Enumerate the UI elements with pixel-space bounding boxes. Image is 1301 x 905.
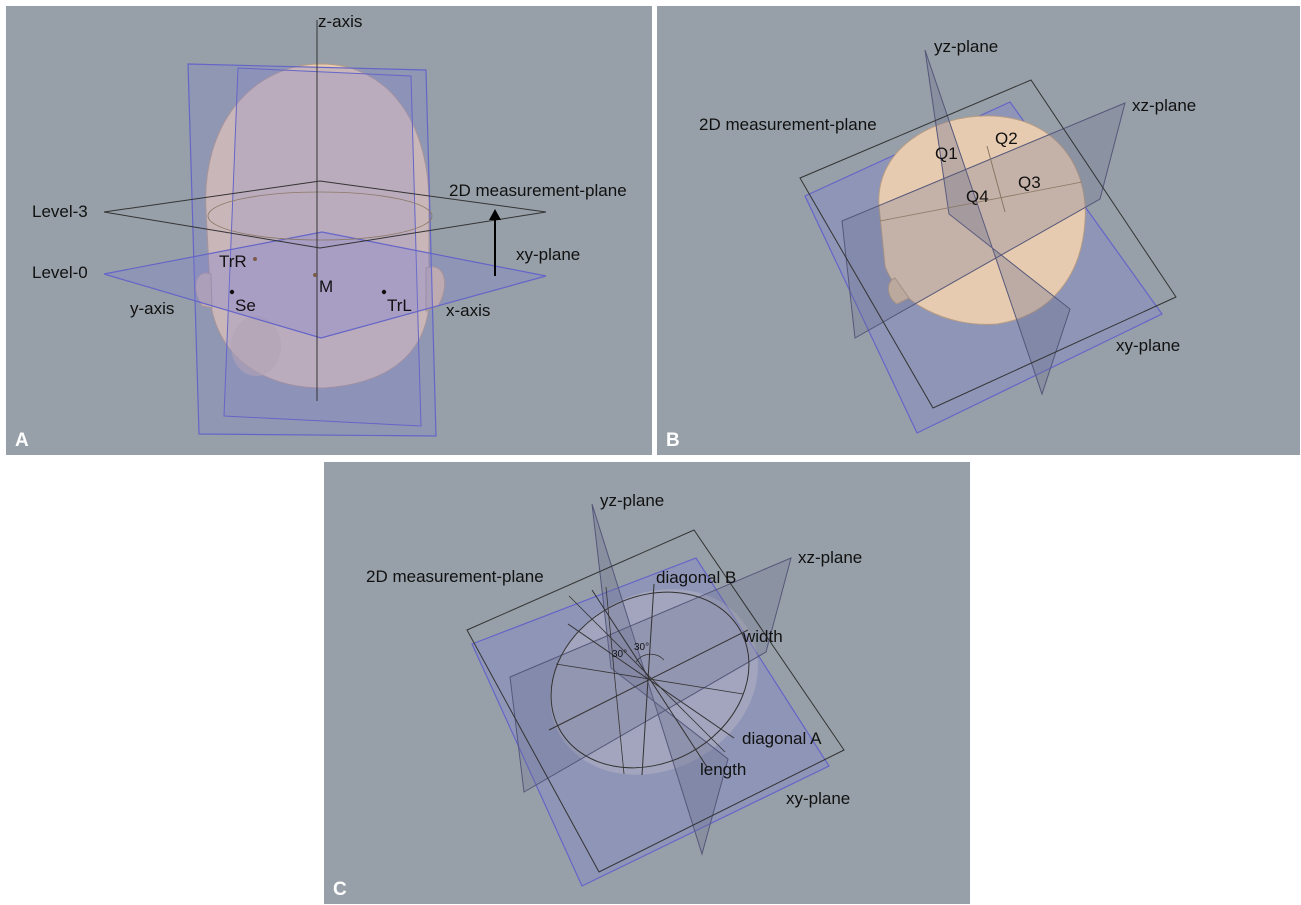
measurement-plane-label: 2D measurement-plane	[699, 116, 877, 133]
measurement-plane-label: 2D measurement-plane	[366, 568, 544, 585]
y-axis-label: y-axis	[130, 300, 174, 317]
q3-label: Q3	[1018, 174, 1041, 191]
diagonal-a-label: diagonal A	[742, 730, 821, 747]
xy-plane-label: xy-plane	[516, 246, 580, 263]
m-point	[313, 273, 317, 277]
panel-c-drawing	[324, 462, 970, 904]
se-point	[230, 290, 234, 294]
diagonal-b-label: diagonal B	[656, 569, 736, 586]
yz-plane-label: yz-plane	[600, 492, 664, 509]
yz-plane-label: yz-plane	[934, 38, 998, 55]
xy-plane-label: xy-plane	[786, 790, 850, 807]
up-arrow-head	[489, 209, 501, 220]
xz-plane-label: xz-plane	[798, 549, 862, 566]
level0-label: Level-0	[32, 264, 88, 281]
panel-a: z-axis 2D measurement-plane Level-3 Leve…	[6, 6, 652, 455]
xy-plane-label: xy-plane	[1116, 337, 1180, 354]
panel-b-letter: B	[666, 431, 680, 450]
trr-point	[253, 257, 257, 261]
panel-c: yz-plane xz-plane 2D measurement-plane d…	[324, 462, 970, 904]
q1-label: Q1	[935, 145, 958, 162]
width-label: width	[743, 628, 783, 645]
z-axis-label: z-axis	[318, 13, 362, 30]
length-label: length	[700, 761, 746, 778]
angle-left-label: 30°	[612, 650, 627, 660]
panel-b: yz-plane xz-plane 2D measurement-plane x…	[657, 6, 1300, 455]
q2-label: Q2	[995, 130, 1018, 147]
se-label: Se	[235, 297, 256, 314]
panel-c-letter: C	[333, 880, 347, 899]
x-axis-label: x-axis	[446, 302, 490, 319]
measurement-plane-label: 2D measurement-plane	[449, 182, 627, 199]
trr-label: TrR	[219, 253, 247, 270]
panel-b-drawing	[657, 6, 1300, 455]
level3-label: Level-3	[32, 203, 88, 220]
trl-label: TrL	[387, 297, 412, 314]
m-label: M	[319, 278, 333, 295]
trl-point	[382, 290, 386, 294]
q4-label: Q4	[966, 188, 989, 205]
angle-right-label: 30°	[634, 643, 649, 653]
xz-plane-label: xz-plane	[1132, 97, 1196, 114]
panel-a-letter: A	[15, 431, 29, 450]
panel-a-drawing	[6, 6, 652, 455]
